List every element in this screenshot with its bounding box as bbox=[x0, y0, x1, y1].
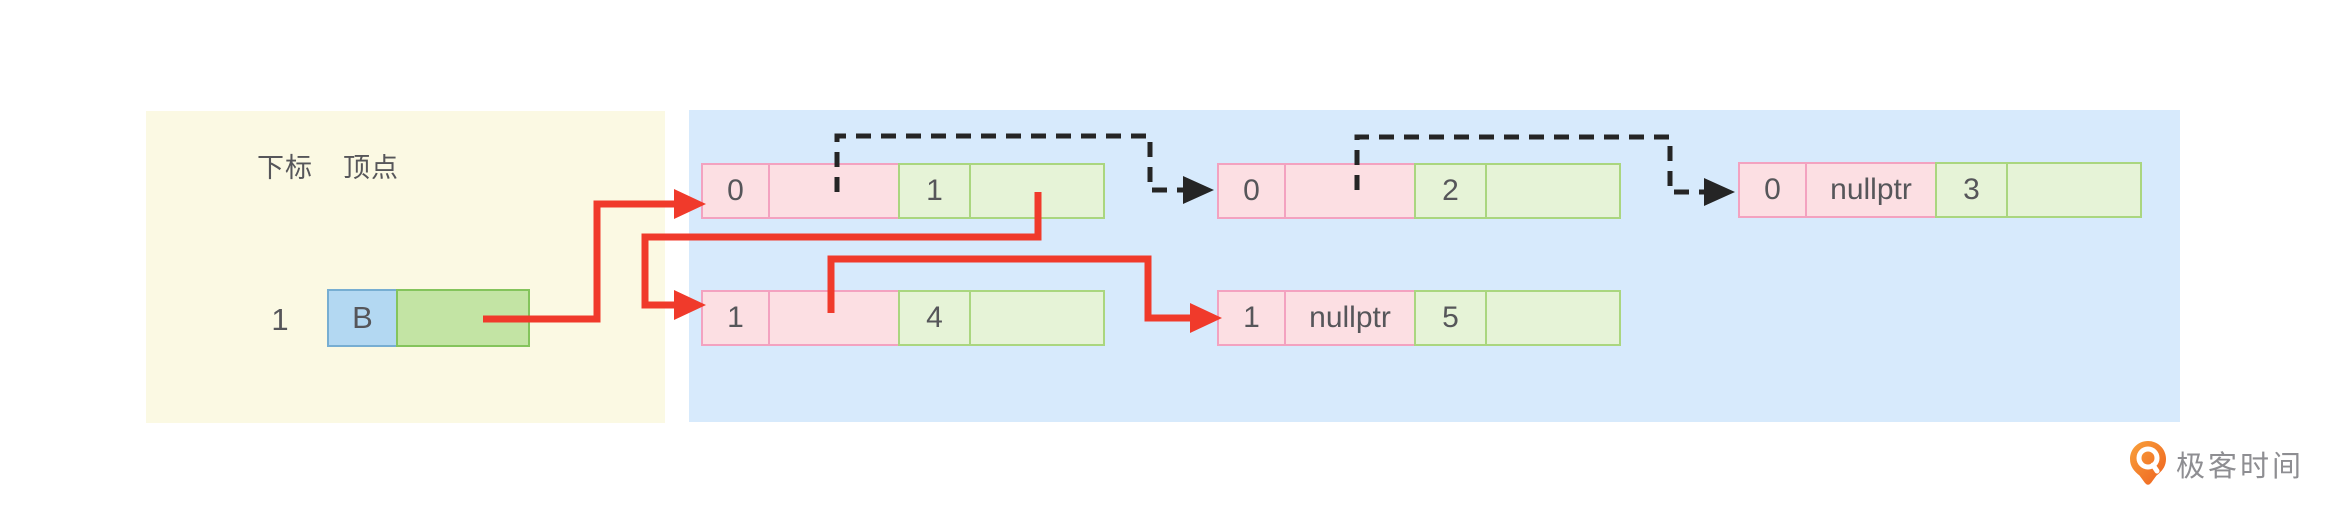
node-cell-pointer: nullptr bbox=[1805, 162, 1937, 218]
node-cell-vertex: 0 bbox=[1738, 162, 1807, 218]
node-cell-next bbox=[2006, 162, 2142, 218]
vertex-name-cell: B bbox=[327, 289, 398, 347]
geektime-logo-text: 极客时间 bbox=[2176, 450, 2305, 483]
node-cell-pointer bbox=[1284, 163, 1416, 219]
list-node-0-3: 0 nullptr 3 bbox=[1738, 162, 2142, 218]
node-cell-weight: 4 bbox=[898, 290, 971, 346]
header-index-label: 下标 bbox=[257, 153, 313, 183]
node-cell-next bbox=[969, 163, 1105, 219]
adjacency-list-panel bbox=[689, 110, 2180, 422]
list-node-1-4: 1 4 bbox=[701, 290, 1105, 346]
node-cell-weight: 2 bbox=[1414, 163, 1487, 219]
header-vertex-label: 顶点 bbox=[343, 153, 399, 183]
geektime-logo: 极客时间 bbox=[2129, 440, 2304, 487]
geektime-logo-icon bbox=[2130, 441, 2166, 485]
node-cell-vertex: 0 bbox=[1217, 163, 1286, 219]
vertex-array-panel bbox=[146, 111, 665, 423]
list-node-0-2: 0 2 bbox=[1217, 163, 1621, 219]
node-cell-vertex: 0 bbox=[701, 163, 770, 219]
node-cell-weight: 1 bbox=[898, 163, 971, 219]
list-node-0-1: 0 1 bbox=[701, 163, 1105, 219]
node-cell-next bbox=[1485, 163, 1621, 219]
node-cell-next bbox=[1485, 290, 1621, 346]
node-cell-vertex: 1 bbox=[701, 290, 770, 346]
node-cell-pointer bbox=[768, 290, 900, 346]
node-cell-weight: 3 bbox=[1935, 162, 2008, 218]
list-node-1-5: 1 nullptr 5 bbox=[1217, 290, 1621, 346]
node-cell-vertex: 1 bbox=[1217, 290, 1286, 346]
vertex-next-pointer-cell bbox=[396, 289, 530, 347]
node-cell-pointer bbox=[768, 163, 900, 219]
node-cell-weight: 5 bbox=[1414, 290, 1487, 346]
node-cell-pointer: nullptr bbox=[1284, 290, 1416, 346]
vertex-index-label: 1 bbox=[271, 302, 289, 337]
node-cell-next bbox=[969, 290, 1105, 346]
